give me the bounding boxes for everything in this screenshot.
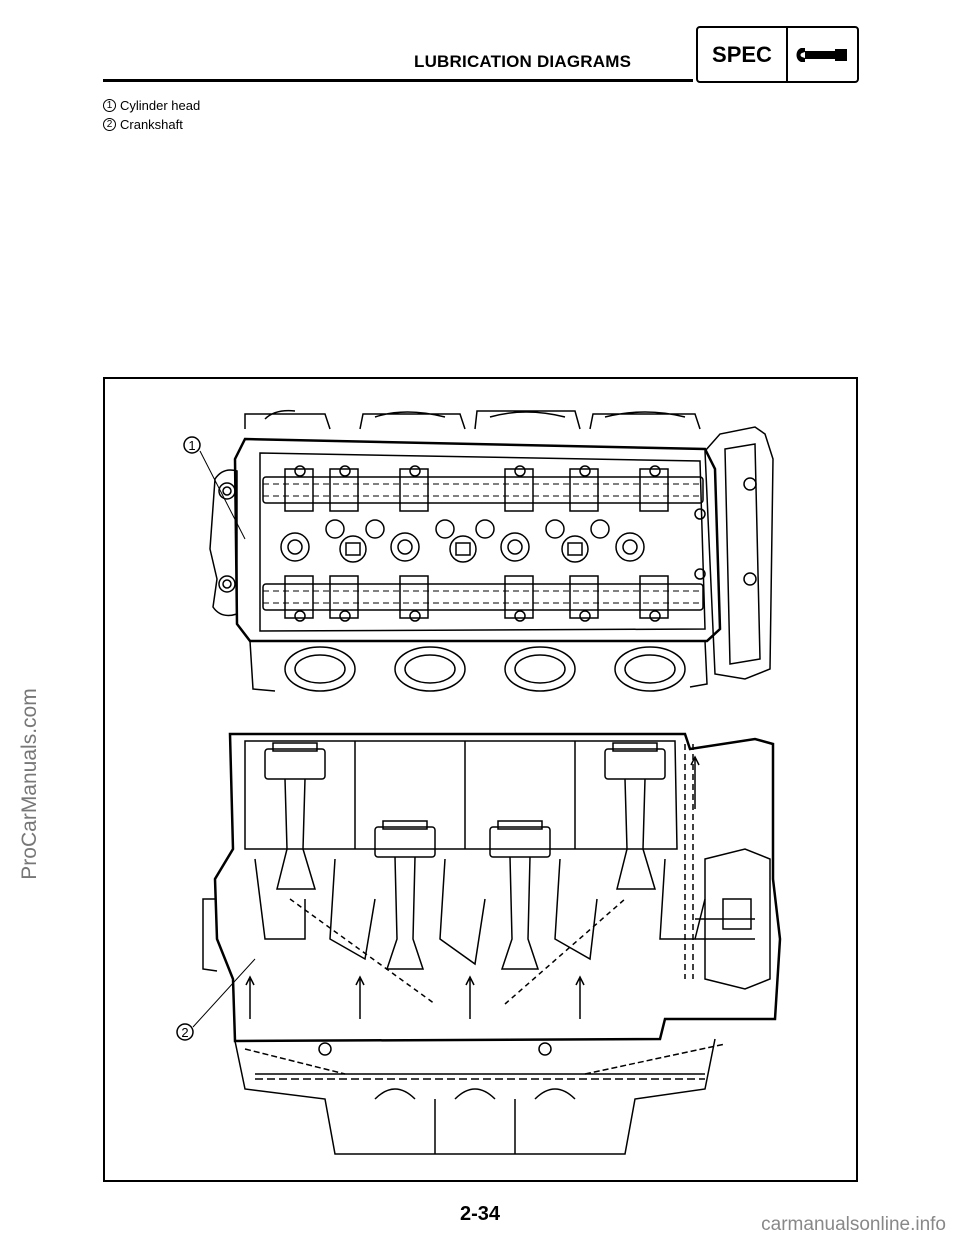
spec-box: SPEC xyxy=(696,26,859,83)
bottom-watermark: carmanualsonline.info xyxy=(761,1214,946,1235)
header-rule xyxy=(103,79,693,82)
callout-1-label: 1 xyxy=(188,438,195,453)
wrench-icon xyxy=(788,28,857,81)
legend-item: 2 Crankshaft xyxy=(103,115,200,134)
side-watermark: ProCarManuals.com xyxy=(18,688,41,880)
legend: 1 Cylinder head 2 Crankshaft xyxy=(103,96,200,134)
legend-number: 1 xyxy=(103,99,116,112)
legend-label: Cylinder head xyxy=(120,98,201,113)
callout-2-label: 2 xyxy=(181,1025,188,1040)
page-title: LUBRICATION DIAGRAMS xyxy=(414,52,632,71)
crankcase-drawing xyxy=(202,732,782,1155)
spec-label: SPEC xyxy=(698,28,788,81)
cylinder-head-drawing xyxy=(209,409,774,692)
legend-label: Crankshaft xyxy=(120,117,183,132)
figure-frame: 1 2 xyxy=(103,377,858,1182)
legend-number: 2 xyxy=(103,118,116,131)
legend-item: 1 Cylinder head xyxy=(103,96,200,115)
engine-lubrication-diagram: 1 2 xyxy=(176,409,782,1155)
page-number: 2-34 xyxy=(459,1203,501,1225)
